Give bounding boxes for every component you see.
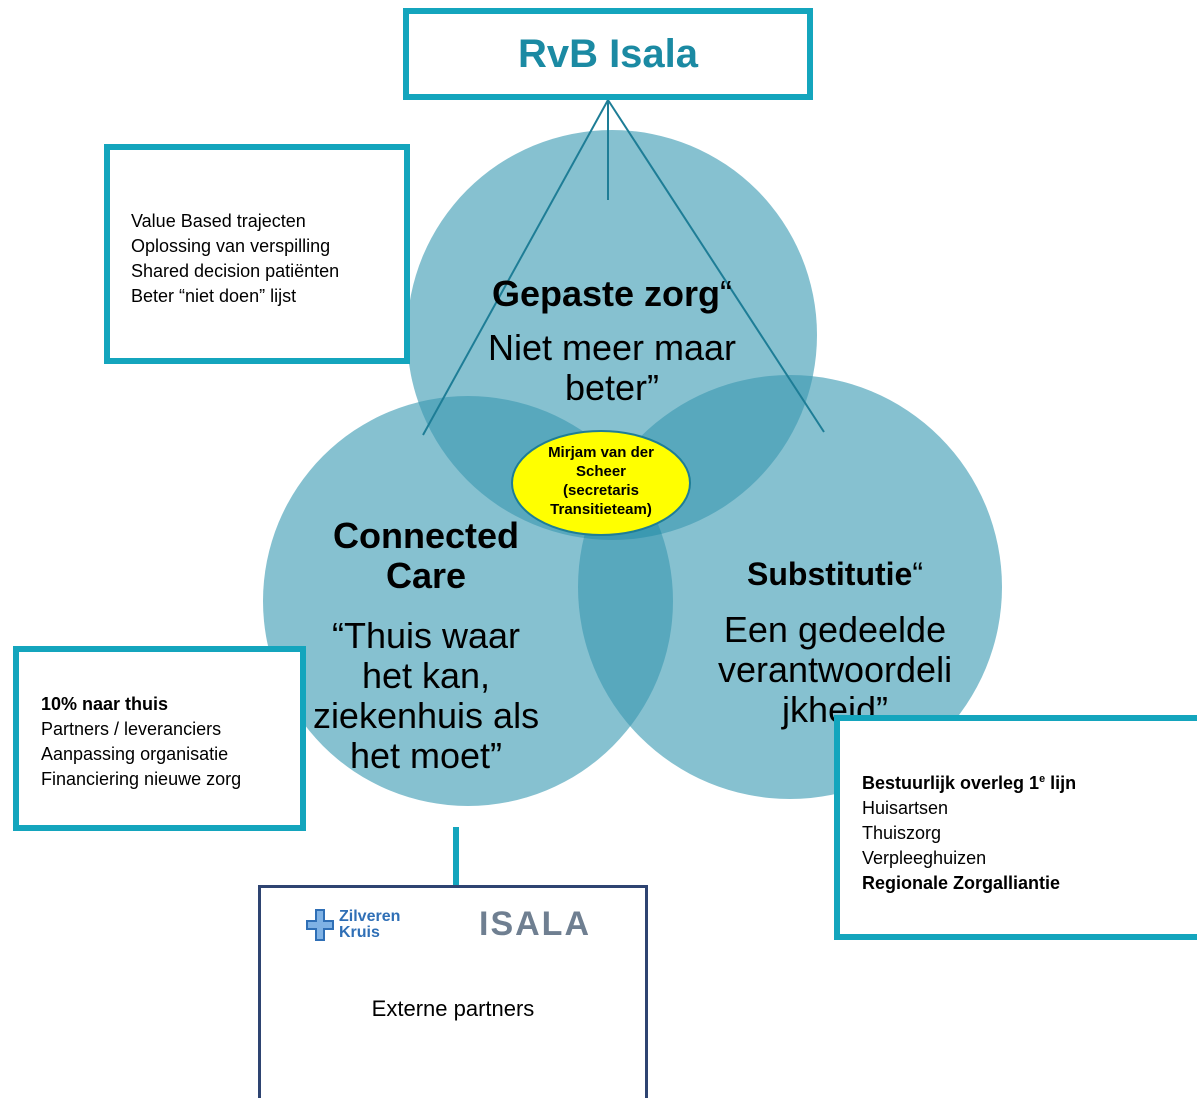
list-item: Value Based trajecten xyxy=(131,211,306,231)
zilveren-text: Zilveren xyxy=(339,908,401,925)
home-care-heading: 10% naar thuis xyxy=(41,694,169,714)
value-based-box: Value Based trajecten Oplossing van vers… xyxy=(104,144,410,364)
home-care-box: 10% naar thuis Partners / leveranciers A… xyxy=(13,646,306,831)
list-item: Shared decision patiënten xyxy=(131,261,340,281)
gepaste-zorg-body-1: Niet meer maar xyxy=(487,327,737,368)
list-item: Aanpassing organisatie xyxy=(41,744,229,764)
zilveren-kruis-logo: Zilveren Kruis xyxy=(305,908,400,942)
governance-box: Bestuurlijk overleg 1e lijn Huisartsen T… xyxy=(834,715,1197,940)
gepaste-zorg-text: Gepaste zorg“ Niet meer maar beter” xyxy=(462,274,762,408)
connected-care-body-3: ziekenhuis als xyxy=(312,695,540,736)
substitutie-body-1: Een gedeelde xyxy=(723,609,947,650)
secretary-ellipse xyxy=(511,430,691,536)
list-item: Financiering nieuwe zorg xyxy=(41,769,242,789)
governance-footer: Regionale Zorgalliantie xyxy=(862,873,1061,893)
cross-icon xyxy=(306,909,334,941)
substitutie-text: Substitutie“ Een gedeelde verantwoordeli… xyxy=(690,554,980,730)
partners-box: Zilveren Kruis ISALA Externe partners xyxy=(258,885,648,1098)
substitutie-quote: “ xyxy=(912,556,923,592)
connected-care-body-2: het kan, xyxy=(361,655,491,696)
gepaste-zorg-body-2: beter” xyxy=(564,367,660,408)
governance-heading: Bestuurlijk overleg 1e lijn xyxy=(862,773,1077,793)
isala-logo: ISALA xyxy=(479,905,591,943)
gepaste-zorg-title: Gepaste zorg xyxy=(491,273,721,314)
list-item: Verpleeghuizen xyxy=(862,848,987,868)
connected-care-body-4: het moet” xyxy=(349,735,503,776)
substitutie-body-2: verantwoordeli xyxy=(717,649,953,690)
list-item: Huisartsen xyxy=(862,798,949,818)
kruis-text: Kruis xyxy=(339,924,380,941)
list-item: Partners / leveranciers xyxy=(41,719,222,739)
connected-care-title-1: Connected xyxy=(332,515,519,556)
page-title: RvB Isala xyxy=(517,31,699,76)
list-item: Thuiszorg xyxy=(862,823,942,843)
connected-care-text: Connected Care “Thuis waar het kan, ziek… xyxy=(276,516,576,776)
list-item: Oplossing van verspilling xyxy=(131,236,331,256)
gepaste-zorg-quote: “ xyxy=(720,273,733,314)
secretary-text: Mirjam van der Scheer (secretaris Transi… xyxy=(548,444,654,518)
connector-line-right xyxy=(607,99,825,433)
list-item: Beter “niet doen” lijst xyxy=(131,286,297,306)
connected-care-body-1: “Thuis waar xyxy=(331,615,521,656)
connector-line-left xyxy=(422,99,609,436)
connected-care-title-2: Care xyxy=(385,555,467,596)
title-box: RvB Isala xyxy=(403,8,813,100)
partners-label: Externe partners xyxy=(371,996,535,1021)
substitutie-title: Substitutie xyxy=(747,556,913,592)
governance-list: Bestuurlijk overleg 1e lijn Huisartsen T… xyxy=(862,771,1076,896)
home-care-list: 10% naar thuis Partners / leveranciers A… xyxy=(41,692,241,792)
value-based-list: Value Based trajecten Oplossing van vers… xyxy=(131,209,339,309)
